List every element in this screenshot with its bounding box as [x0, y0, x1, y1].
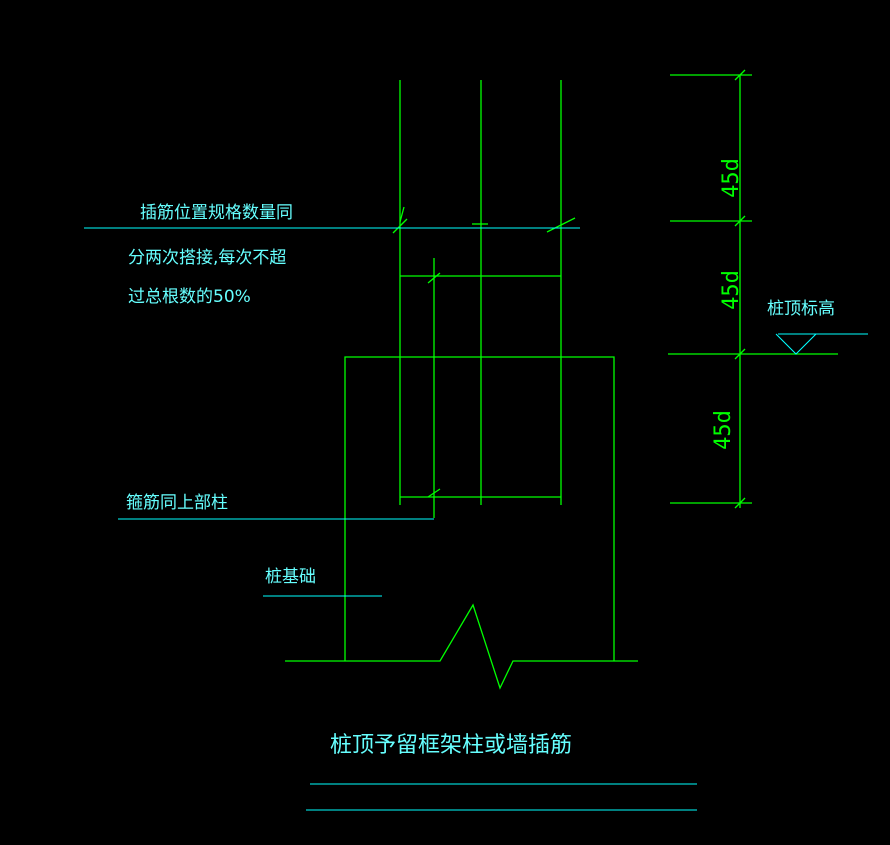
bar-ticks — [392, 206, 576, 498]
dimension-45d-middle: 45d — [719, 270, 744, 310]
pile-foundation-label: 桩基础 — [265, 567, 316, 587]
drawing-title: 桩顶予留框架柱或墙插筋 — [330, 733, 572, 758]
dimension-45d-top: 45d — [719, 158, 744, 198]
stirrup-note: 箍筋同上部柱 — [126, 493, 228, 513]
dimension-extensions — [668, 69, 838, 509]
dowel-note-line-2: 分两次搭接,每次不超 — [128, 248, 286, 268]
pile-top-elevation-label: 桩顶标高 — [767, 299, 835, 319]
elevation-triangle-icon — [775, 333, 817, 355]
dowel-note-line-3: 过总根数的50% — [128, 287, 251, 307]
dowel-note-line-1: 插筋位置规格数量同 — [140, 203, 293, 223]
pile-outline — [344, 356, 615, 661]
dimension-45d-bottom: 45d — [711, 410, 736, 450]
pile-break-line — [285, 603, 638, 690]
